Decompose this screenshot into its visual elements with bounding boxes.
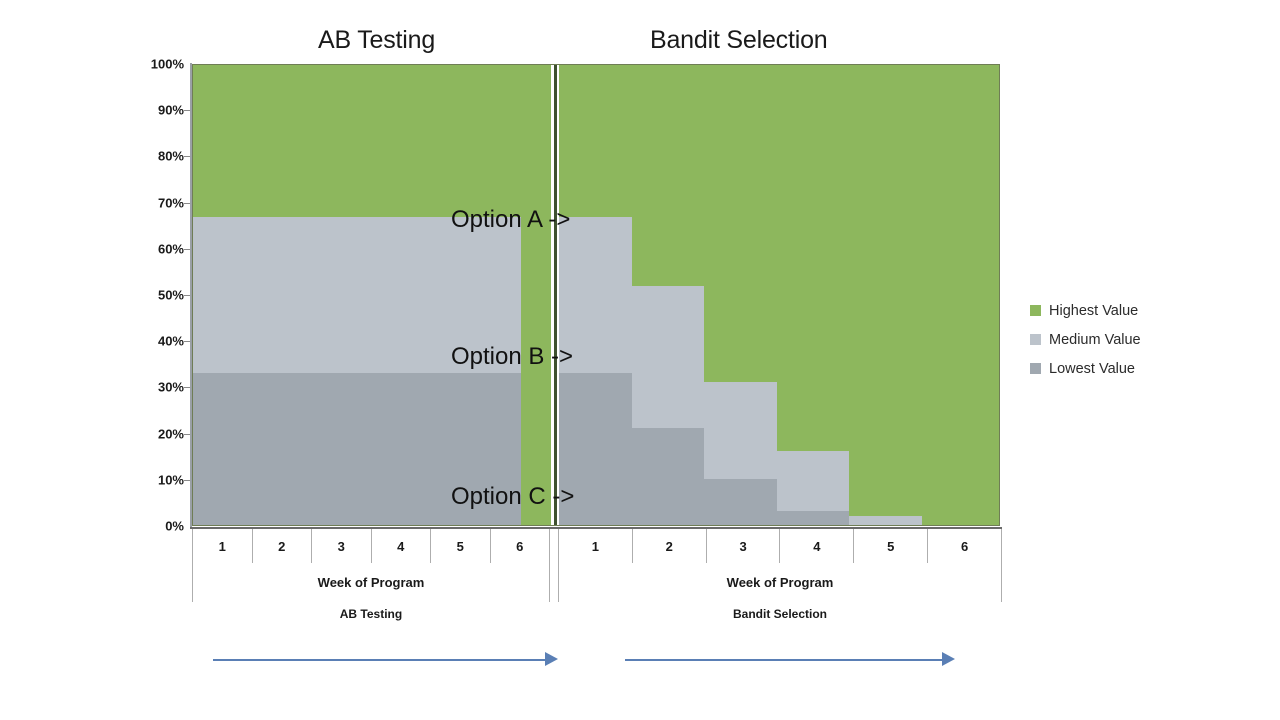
y-axis-tick-mark <box>184 387 190 389</box>
panel-ab-testing <box>193 65 551 525</box>
legend-swatch-icon <box>1030 334 1041 345</box>
x-axis-label: Week of Program <box>317 575 425 590</box>
area-highest-value <box>922 65 999 525</box>
x-axis-category: 2 <box>253 529 312 563</box>
x-axis-sublabel: AB Testing <box>339 607 403 621</box>
area-highest-value <box>704 65 777 383</box>
annotation-option-a: Option A -> <box>451 206 571 233</box>
x-axis-sublabel: Bandit Selection <box>732 607 827 621</box>
y-axis-tick-label: 80% <box>157 148 184 164</box>
y-axis-tick-label: 100% <box>150 56 184 72</box>
area-highest-value <box>631 65 705 286</box>
y-axis-tick-label: 30% <box>157 379 184 395</box>
arrow-line <box>213 659 548 661</box>
panel-divider <box>551 65 559 525</box>
area-medium-value <box>193 216 521 374</box>
area-medium-value <box>776 451 850 512</box>
area-lowest-value <box>631 428 705 525</box>
x-axis-frame-right <box>1001 529 1002 602</box>
legend-swatch-icon <box>1030 363 1041 374</box>
x-axis-category: 4 <box>372 529 431 563</box>
legend-swatch-icon <box>1030 305 1041 316</box>
y-axis-tick-mark <box>184 248 190 250</box>
progression-arrow-bandit-selection <box>625 650 955 670</box>
x-axis-label: Week of Program <box>726 575 834 590</box>
y-axis-tick-mark <box>184 433 190 435</box>
y-axis-tick-label: 40% <box>157 333 184 349</box>
y-axis-tick-label: 70% <box>157 195 184 211</box>
x-axis-category: 3 <box>707 529 781 563</box>
x-axis-category: 5 <box>431 529 491 563</box>
y-axis: 0% 10% 20% 30% 40% 50% 60% 70% 80% 90% 100% <box>128 56 190 534</box>
x-axis-category: 5 <box>854 529 929 563</box>
legend-label: Medium Value <box>1049 331 1141 348</box>
arrow-head-icon <box>942 652 955 666</box>
annotation-option-b: Option B -> <box>451 343 574 370</box>
y-axis-tick-label: 20% <box>157 426 184 442</box>
panel-title-bandit-selection: Bandit Selection <box>650 26 828 54</box>
legend-item: Lowest Value <box>1030 354 1210 383</box>
y-axis-tick-mark <box>184 295 190 296</box>
x-axis-category: 6 <box>516 538 524 554</box>
y-axis-tick-mark <box>184 479 190 481</box>
y-axis-tick-mark <box>184 341 190 343</box>
arrow-head-icon <box>545 652 558 666</box>
y-axis-tick-label: 10% <box>157 472 184 488</box>
y-axis-tick-mark <box>184 110 190 112</box>
plot-area: Option A -> Option B -> Option C -> <box>192 64 1000 526</box>
x-axis-category: 4 <box>780 529 855 563</box>
legend-label: Lowest Value <box>1049 360 1135 377</box>
y-axis-line <box>190 63 192 527</box>
area-lowest-value <box>193 373 521 525</box>
y-axis-tick-mark <box>184 202 190 204</box>
area-lowest-value <box>704 479 777 525</box>
area-medium-value <box>559 216 632 374</box>
y-axis-tick-label: 60% <box>157 241 184 257</box>
y-axis-tick-label: 0% <box>165 518 184 534</box>
x-axis-frame-right <box>549 529 550 602</box>
panel-title-ab-testing: AB Testing <box>318 26 436 54</box>
area-medium-value <box>631 285 705 429</box>
y-axis-tick-mark <box>184 156 190 158</box>
x-axis-category: 3 <box>312 529 372 563</box>
area-highest-value <box>193 65 521 217</box>
y-axis-tick-label: 90% <box>157 102 184 118</box>
area-lowest-value <box>776 511 850 525</box>
panel-bandit-selection <box>559 65 999 525</box>
x-axis-frame-left <box>192 529 193 602</box>
progression-arrow-ab-testing <box>213 650 558 670</box>
arrow-line <box>625 659 945 661</box>
legend-label: Highest Value <box>1049 302 1139 319</box>
area-highest-value <box>559 65 632 217</box>
legend-item: Highest Value <box>1030 296 1210 325</box>
x-axis-frame-left <box>558 529 559 602</box>
x-axis-category: 2 <box>633 529 707 563</box>
y-axis-tick-label: 50% <box>157 287 184 303</box>
area-highest-value <box>849 65 922 516</box>
x-axis-category: 6 <box>960 538 969 554</box>
area-lowest-value <box>559 373 632 525</box>
area-medium-value <box>849 515 922 525</box>
annotation-option-c: Option C -> <box>451 483 575 510</box>
area-medium-value <box>704 382 777 479</box>
area-highest-value <box>520 65 551 525</box>
legend-item: Medium Value <box>1030 325 1210 354</box>
x-axis-category: 1 <box>559 529 633 563</box>
area-highest-value <box>776 65 850 452</box>
x-axis-baseline <box>190 527 1002 529</box>
x-axis-category: 1 <box>193 529 253 563</box>
